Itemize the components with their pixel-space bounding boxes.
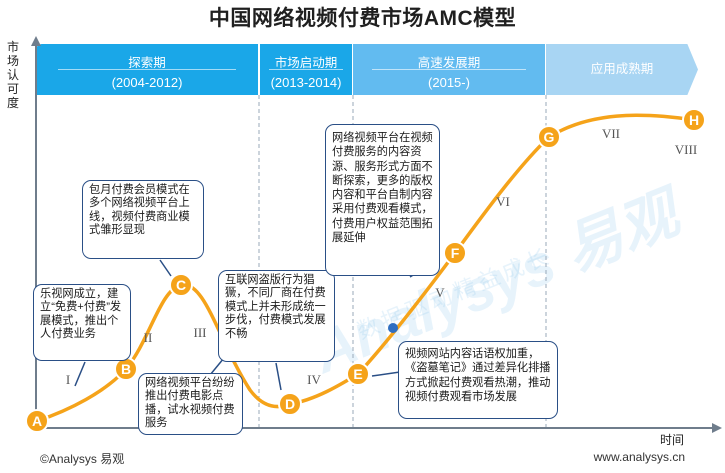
phase-divider [269,69,343,70]
y-axis-label: 市场认可度 [6,40,19,110]
curve-node-a: A [25,409,49,433]
phase-name: 应用成熟期 [590,62,654,76]
callout-e: 视频网站内容话语权加重，《盗墓笔记》通过差异化排播方式掀起付费观看热潮，推动视频… [398,341,558,419]
curve-node-f: F [443,241,467,265]
phase-name: 市场启动期 [274,56,338,70]
stage-numeral-3: III [194,325,207,340]
x-axis-label: 时间 [660,433,685,447]
phase-name: 高速发展期 [417,56,481,70]
callout-pointer-e [371,371,401,377]
callout-f: 网络视频平台在视频付费服务的内容资源、服务形式方面不断探索，更多的版权内容和平台… [325,124,440,276]
phase-banner-exploration: 探索期 (2004-2012) [36,44,258,95]
callout-a-b: 乐视网成立，建立“免费+付费”发展模式，推出个人付费业务 [33,284,131,361]
x-axis-arrow [712,423,722,433]
stage-numeral-4: IV [307,372,321,387]
phase-divider [372,69,526,70]
amc-curve [35,113,696,423]
page-title: 中国网络视频付费市场AMC模型 [208,7,517,30]
stage-numeral-6: VI [496,194,510,209]
stage-numeral-5: V [435,285,445,300]
callout-pointer-d [275,362,282,391]
svg-text:H: H [689,112,699,128]
phase-banner-maturity: 应用成熟期 [546,44,698,95]
svg-text:B: B [121,361,131,377]
svg-text:G: G [544,129,555,145]
svg-text:E: E [353,366,362,382]
y-axis-arrow [31,36,41,46]
curve-node-e: E [346,362,370,386]
curve-node-d: D [278,392,302,416]
curve-node-g: G [537,125,561,149]
phase-name: 探索期 [128,56,166,70]
phase-banner-launch: 市场启动期 (2013-2014) [260,44,352,95]
phase-years: (2013-2014) [270,75,342,90]
callout-d: 互联网盗版行为猖獗，不同厂商在付费模式上并未形成统一步伐，付费模式发展不畅 [218,270,335,362]
footer-url: www.analysys.cn [593,450,685,464]
curve-node-c: C [169,273,193,297]
svg-text:C: C [176,277,186,293]
phase-years: (2015-) [428,75,470,90]
callout-c-d: 网络视频平台纷纷推出付费电影点播，试水视频付费服务 [138,373,243,435]
stage-numeral-2: II [144,330,153,345]
phase-banner-growth: 高速发展期 (2015-) [353,44,545,95]
curve-node-h: H [682,108,706,132]
phase-years: (2004-2012) [111,75,183,90]
callout-pointer-ab [74,361,86,387]
callout-pointer-bc [159,259,172,277]
stage-numeral-8: VIII [675,142,697,157]
stage-numeral-7: VII [602,126,620,141]
footer-copyright: ©Analysys 易观 [40,452,125,466]
stage-numeral-1: I [66,372,70,387]
svg-text:F: F [451,245,460,261]
current-position-marker [388,323,398,333]
svg-text:D: D [285,396,295,412]
svg-text:A: A [32,413,42,429]
curve-node-b: B [114,357,138,381]
callout-b-c: 包月付费会员模式在多个网络视频平台上线，视频付费商业模式雏形显现 [82,180,204,259]
phase-divider [58,69,236,70]
